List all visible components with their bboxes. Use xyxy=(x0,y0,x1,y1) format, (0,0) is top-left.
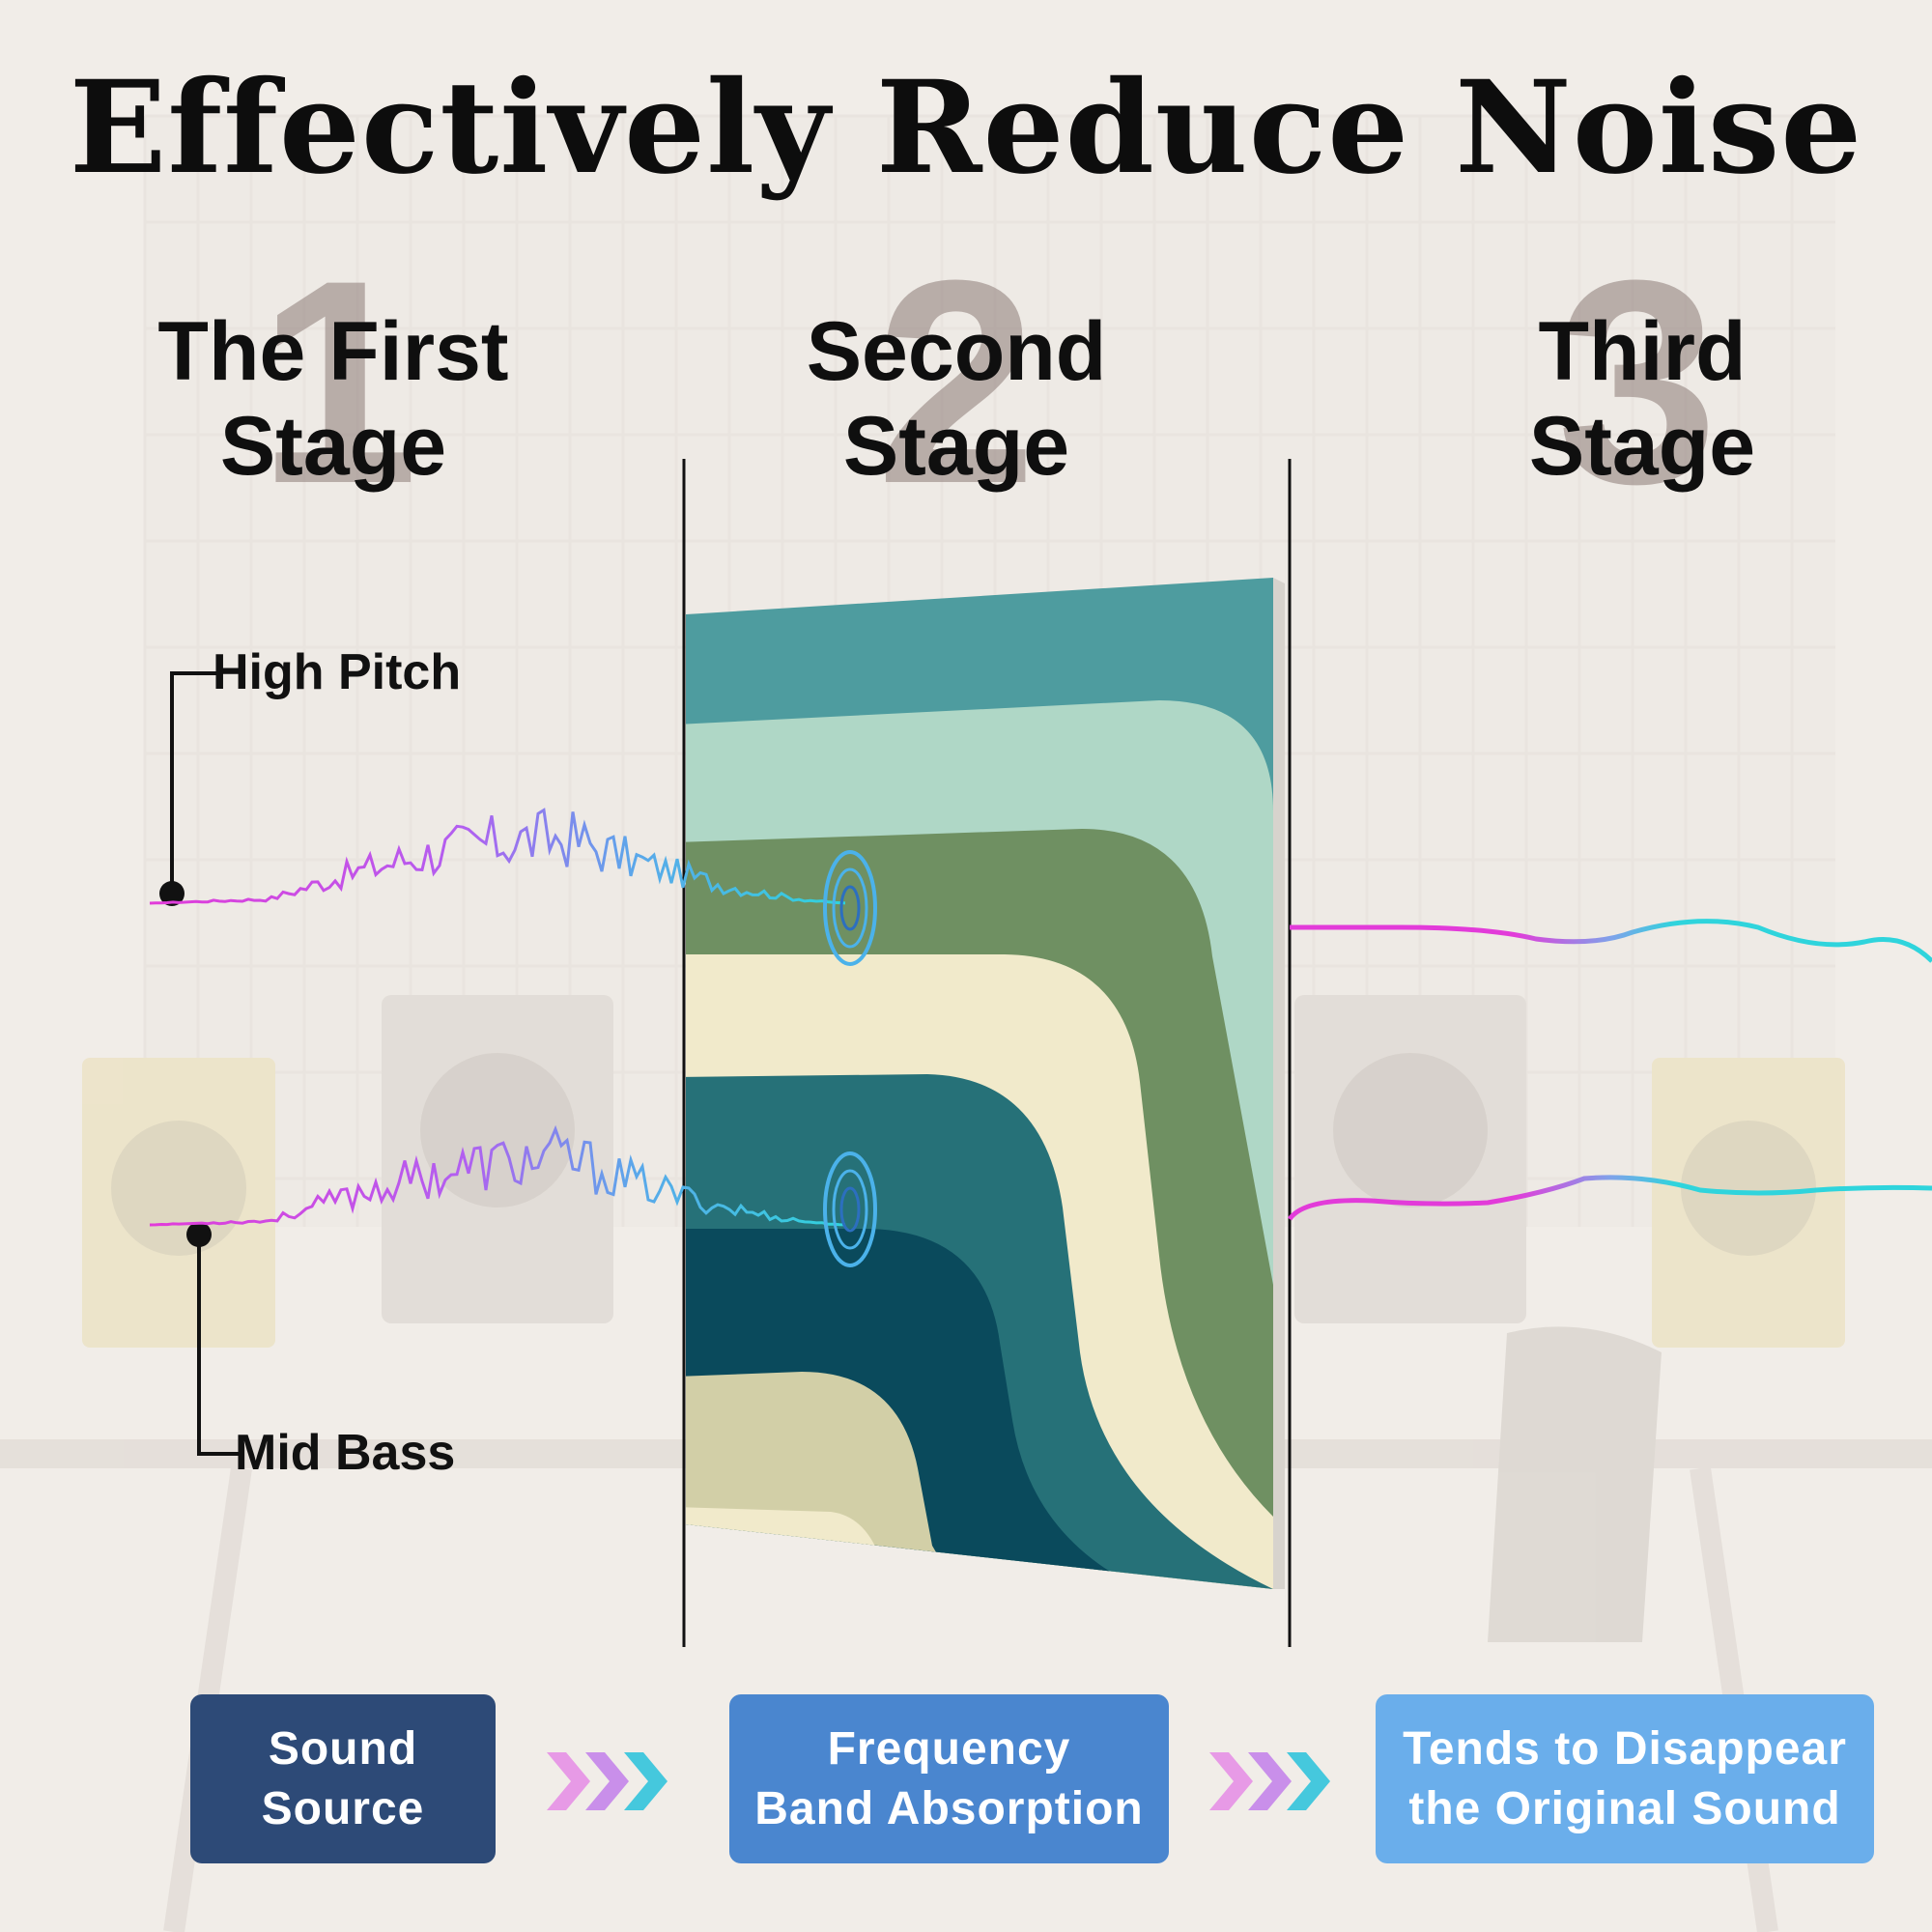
panel-edge xyxy=(1273,578,1285,1589)
stage-number-1: 1 xyxy=(257,219,419,544)
mid-bass-label: Mid Bass xyxy=(235,1425,456,1481)
flow-box-disappear: Tends to Disappear the Original Sound xyxy=(1376,1694,1874,1863)
flow-box-disappear-label: Tends to Disappear the Original Sound xyxy=(1403,1722,1847,1834)
flow-box-sound-source-label: Sound Source xyxy=(261,1722,425,1834)
high-pitch-waveform xyxy=(149,808,846,905)
mid-bass-output-wave xyxy=(1287,1175,1932,1221)
high-pitch-connector xyxy=(170,671,217,894)
stage-title-2: Second Stage xyxy=(806,305,1107,493)
high-pitch-label: High Pitch xyxy=(213,644,462,700)
diagram-title: Effectively Reduce Noise xyxy=(69,53,1863,203)
high-pitch-output-wave xyxy=(1290,919,1932,963)
mid-bass-waveform xyxy=(149,1124,846,1227)
stage-number-2: 2 xyxy=(875,219,1037,544)
flow-arrows-1 xyxy=(547,1752,668,1810)
acoustic-panel xyxy=(686,578,1273,1589)
stage-number-3: 3 xyxy=(1556,219,1719,544)
stage-title-3: Third Stage xyxy=(1528,305,1756,493)
mid-bass-dot xyxy=(186,1222,212,1247)
flow-box-sound-source: Sound Source xyxy=(190,1694,496,1863)
high-pitch-dot xyxy=(159,881,185,906)
mid-bass-ripple-icon xyxy=(823,1151,877,1267)
mid-bass-connector xyxy=(197,1235,240,1456)
flow-box-frequency-absorption-label: Frequency Band Absorption xyxy=(754,1722,1144,1834)
flow-arrows-2 xyxy=(1209,1752,1330,1810)
flow-box-frequency-absorption: Frequency Band Absorption xyxy=(729,1694,1169,1863)
stage-title-1: The First Stage xyxy=(157,305,509,493)
high-pitch-ripple-icon xyxy=(823,850,877,966)
